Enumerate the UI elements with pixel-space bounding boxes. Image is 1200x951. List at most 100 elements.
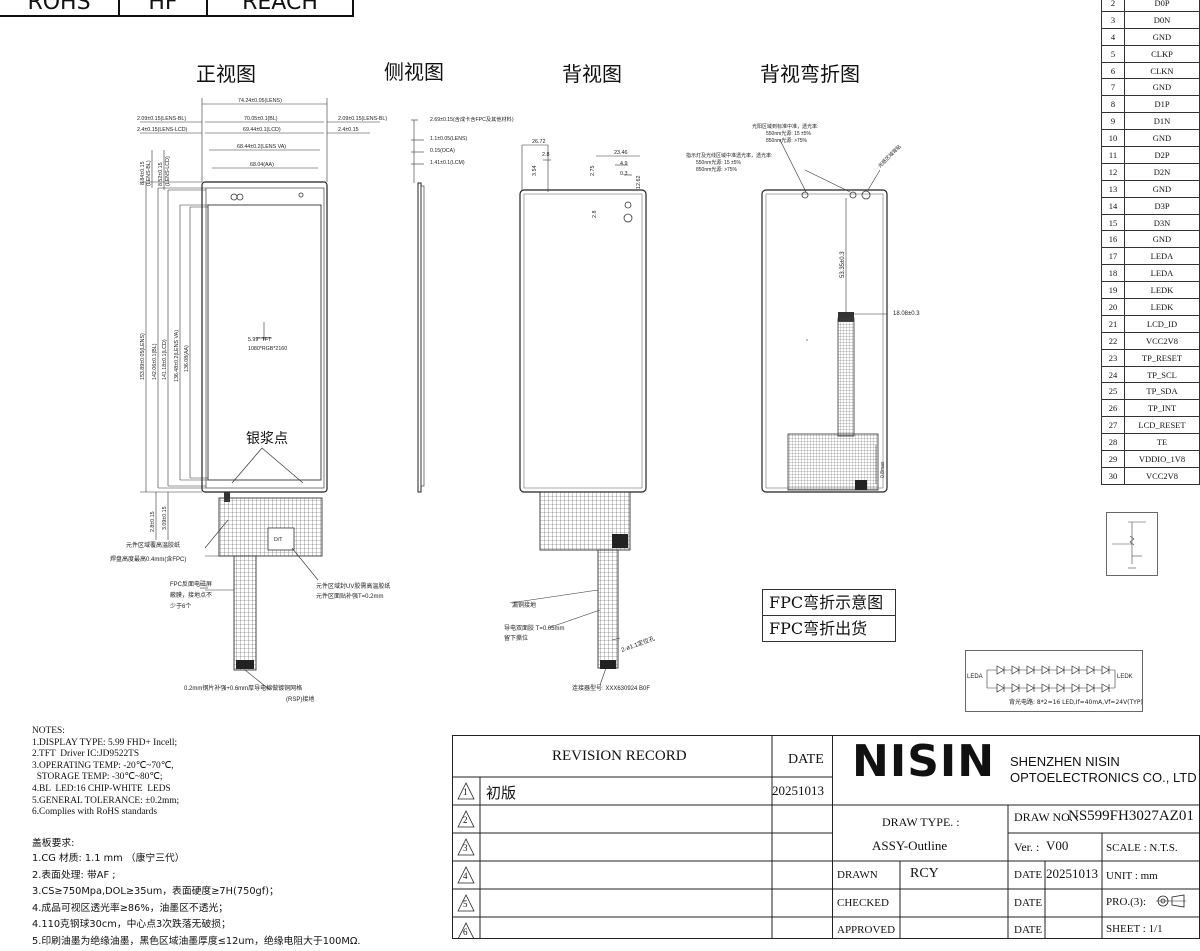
pin-signal: D3N [1124,213,1200,232]
front-bl-outline [205,187,325,489]
dim-back-d3: 3.54 [532,166,538,177]
pin-number: 5 [1101,44,1125,63]
bend-labels: 光阳区域到标准中准，透光率: 550nm光源: 15 ±5% 850nm光源: … [686,123,920,478]
bend-d-horz: 18.08±0.3 [893,311,920,317]
cover-line: 3.CS≥750Mpa,DOL≥35um，表面硬度≥7H(750gf)； [32,886,279,898]
pin-signal: D1N [1124,112,1200,131]
led-diode-icon [996,665,1005,675]
revision-triangle-icon [457,810,475,828]
dim-lens-lcd-right: 2.4±0.15 [338,127,359,133]
led-diode-icon [1026,683,1035,693]
dim-top-2b: (LENS-LCD) [165,156,171,186]
dim-bl-w: 70.05±0.1(BL) [244,116,278,122]
pin-signal: GND [1124,230,1200,249]
revision-number: 6 [463,927,468,937]
pin-number: 8 [1101,95,1125,114]
dim-top-1: 8.84±0.15 [140,161,146,185]
pin-signal: D2N [1124,162,1200,181]
dim-aa-h: 136.08(AA) [184,345,190,372]
compliance-boxes: ROHS HF REACH [0,0,354,17]
pin-signal: TP_RESET [1124,348,1200,367]
dim-top-2: 8.52±0.15 [158,162,164,186]
center-label-2: 1080*RGB*2160 [248,346,287,352]
revision-number: 5 [463,899,468,909]
revision-triangle-icon [457,866,475,884]
note-line: 3.OPERATING TEMP: -20℃~70℃, [32,760,174,771]
back-bend-view [761,139,888,493]
pin-signal: LEDA [1124,247,1200,266]
revision-number: 4 [463,871,468,881]
led-caption: 背光电路: 8*2=16 LED,If=40mA,Vf=24V(TYP) [1009,698,1143,706]
pin-number: 27 [1101,416,1125,435]
side-view [411,119,425,493]
led-diode-icon [1101,665,1110,675]
cover-line: 4.110克钢球30cm，中心点3次跌落无破损； [32,919,231,931]
led-row-bottom [996,683,1110,693]
rohs-box: ROHS [0,0,120,15]
led-diode-icon [1011,683,1020,693]
approved-label: APPROVED [837,924,896,936]
reach-label: REACH [242,0,318,15]
drawing-canvas: 74.24±0.05(LENS) 70.05±0.1(BL) 2.09±0.15… [110,98,920,703]
pin-number: 16 [1101,230,1125,249]
led-diode-icon [1011,665,1020,675]
dim-lens-bl-left: 2.09±0.15(LENS-BL) [137,116,186,122]
cover-line: 2.表面处理: 带AF ; [32,869,116,881]
sheet-value: SHEET : 1/1 [1106,923,1163,935]
led-diode-icon [1041,683,1050,693]
notes-heading: NOTES: [32,726,65,736]
pin-number: 12 [1101,162,1125,181]
dim-va-w: 68.44±0.2(LENS VA) [237,144,286,150]
pin-signal: TP_SCL [1124,365,1200,384]
dim-back-d9: 2.8 [592,211,598,219]
rohs-label: ROHS [27,0,91,15]
pin-signal: D0N [1124,10,1200,29]
led-diode-icon [1086,683,1095,693]
ver-value: V00 [1046,838,1069,853]
pin-number: 17 [1101,247,1125,266]
pin-signal: TP_SDA [1124,382,1200,401]
bend-note1-2: 550nm光源: 15 ±5% [766,130,812,137]
note-bottom-2: (RSP)接地 [286,695,314,703]
pin-signal: LCD_ID [1124,314,1200,333]
pin-signal: VCC2V8 [1124,331,1200,350]
led-circuit: LEDA LEDK 背光电路: 8*2=16 LED,If=40mA,Vf=24… [965,650,1143,712]
front-view [140,98,380,691]
note-line: 1.DISPLAY TYPE: 5.99 FHD+ Incell; [32,737,178,748]
pin-number: 24 [1101,365,1125,384]
dim-back-d7: 2.75 [590,166,596,177]
note-line: STORAGE TEMP: -30℃~80℃; [32,772,163,783]
cover-line: 4.成品可视区透光率≥86%，油墨区不透光； [32,902,229,914]
dim-side-total: 2.69±0.15(含成卡含FPC及其他材料) [430,115,514,123]
dim-top-1b: (LENS-BL) [146,160,152,186]
revision-number: 1 [463,787,468,797]
reach-box: REACH [208,0,352,15]
front-fpc-tail [233,555,257,671]
scale-value: SCALE : N.T.S. [1106,842,1178,854]
dim-bottom-1: 2.8±0.15 [150,511,156,532]
cover-line: 5.印刷油墨为绝缘油墨，黑色区域油墨厚度≤12um，绝缘电阻大于100MΩ. [32,935,361,947]
pin-signal: CLKN [1124,61,1200,80]
bend-d-small: 0.8max [880,461,886,478]
revision-triangle-icon [457,894,475,912]
checked-date-label: DATE [1014,897,1043,909]
revision-number: 3 [463,843,468,853]
approved-date-label: DATE [1014,924,1043,936]
hf-box: HF [120,0,208,15]
bend-d-vert: 53.35±0.3 [840,251,846,278]
led-row-top [996,665,1110,675]
revision-date-header: DATE [788,752,824,767]
